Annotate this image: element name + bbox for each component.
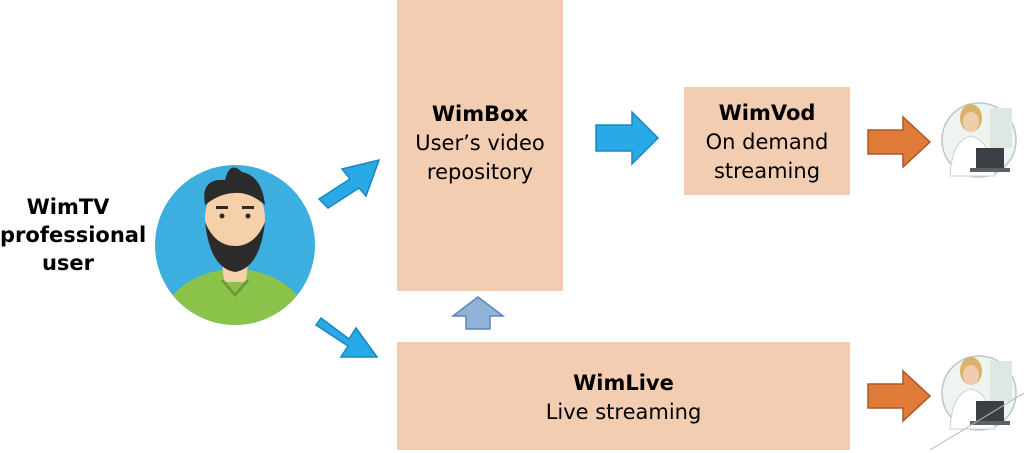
professional-user-label: WimTV professional user [0, 193, 147, 277]
arrow-to-viewer-live [867, 369, 932, 423]
professional-user-avatar [155, 165, 315, 325]
arrow-to-viewer-vod [867, 115, 932, 169]
arrow-up-to-wimbox [450, 296, 506, 330]
wimlive-title: WimLive [573, 371, 674, 395]
wimlive-box: WimLive Live streaming [397, 342, 850, 450]
arrow-to-wimlive [314, 316, 379, 358]
wimlive-desc-line-1: Live streaming [545, 400, 702, 424]
viewer-avatar-live [941, 355, 1017, 431]
wimvod-desc-line-1: On demand [705, 130, 829, 154]
wimbox-desc-line-1: User’s video [415, 131, 545, 155]
decorative-line [929, 392, 1024, 451]
wimvod-desc-line-2: streaming [713, 159, 821, 183]
user-label-line-3: user [41, 251, 95, 275]
user-label-line-1: WimTV [26, 195, 110, 219]
wimbox-title: WimBox [431, 102, 529, 126]
arrow-to-wimvod [595, 110, 660, 166]
wimbox-box: WimBox User’s video repository [397, 0, 563, 291]
arrow-to-wimbox [317, 158, 381, 209]
wimbox-desc-line-2: repository [426, 160, 534, 184]
viewer-avatar-vod [941, 102, 1017, 178]
wimvod-box: WimVod On demand streaming [684, 87, 850, 195]
wimvod-title: WimVod [718, 101, 816, 125]
user-label-line-2: professional [0, 223, 147, 247]
